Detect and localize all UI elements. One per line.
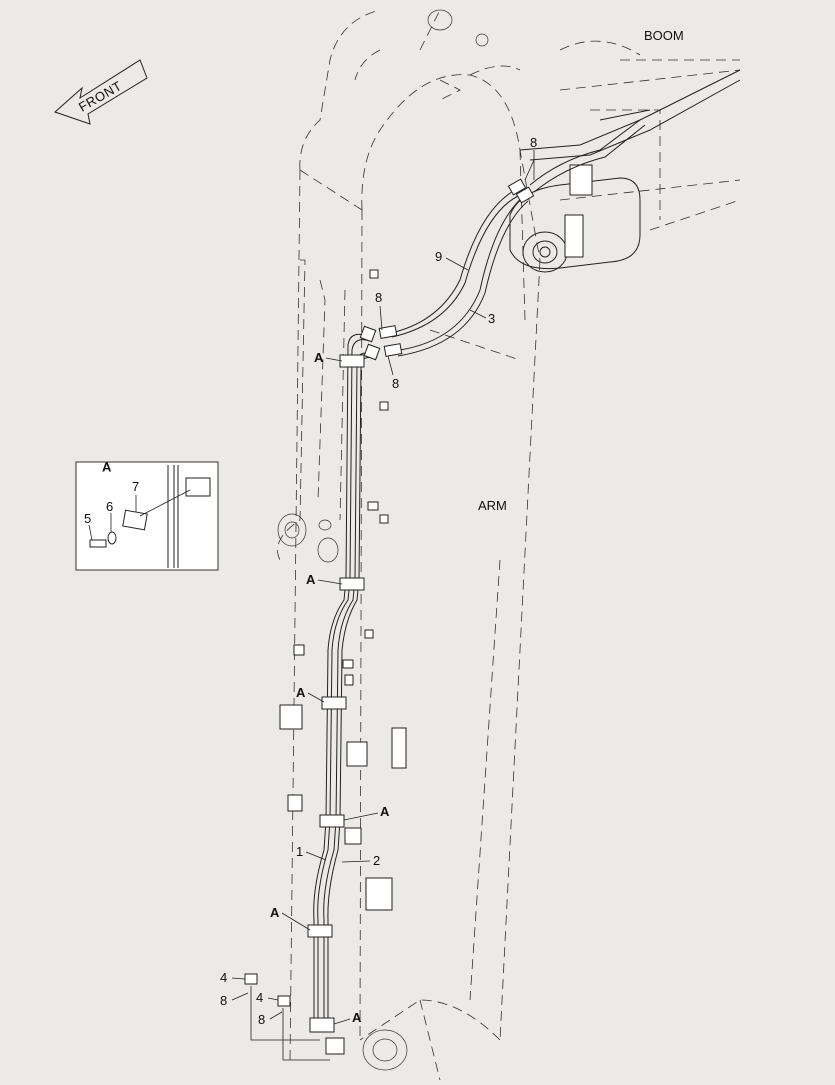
- callouts: 8 9 3 8 8 1 2 4 8 4 8: [220, 135, 537, 1061]
- clamp-a-label-1: A: [314, 350, 324, 365]
- detail-a-box: A 7 6 5: [75, 459, 219, 571]
- part-3-label: 3: [488, 311, 495, 326]
- part-8-a-label: 8: [375, 290, 382, 305]
- part-4-b-label: 4: [256, 990, 263, 1005]
- arm-blocks: [244, 269, 407, 1007]
- part-4-a-label: 4: [220, 970, 227, 985]
- clamp-a-label-2: A: [306, 572, 316, 587]
- part-8-c-label: 8: [220, 993, 227, 1008]
- boom-pivot: [509, 69, 741, 273]
- part-6-label: 6: [106, 499, 113, 514]
- part-8-top-label: 8: [530, 135, 537, 150]
- clamp-a-label-4: A: [380, 804, 390, 819]
- part-8-b-label: 8: [392, 376, 399, 391]
- detail-a-title: A: [102, 459, 112, 474]
- part-1-label: 1: [296, 844, 303, 859]
- hoses: [378, 119, 646, 357]
- clamp-a-label-3: A: [296, 685, 306, 700]
- clamp-a-label-5: A: [270, 905, 280, 920]
- front-arrow: FRONT: [54, 59, 148, 125]
- boom-label: BOOM: [644, 28, 684, 43]
- clamp-a-label-6: A: [352, 1010, 362, 1025]
- part-2-label: 2: [373, 853, 380, 868]
- clamp-a-callouts: A A A A A A: [270, 350, 390, 1025]
- part-8-d-label: 8: [258, 1012, 265, 1027]
- arm-bosses: [277, 9, 489, 1071]
- arm-label: ARM: [478, 498, 507, 513]
- pipe-clamps: [307, 354, 365, 1055]
- part-9-label: 9: [435, 249, 442, 264]
- part-7-label: 7: [132, 479, 139, 494]
- arm-outline: [277, 9, 741, 1081]
- part-5-label: 5: [84, 511, 91, 526]
